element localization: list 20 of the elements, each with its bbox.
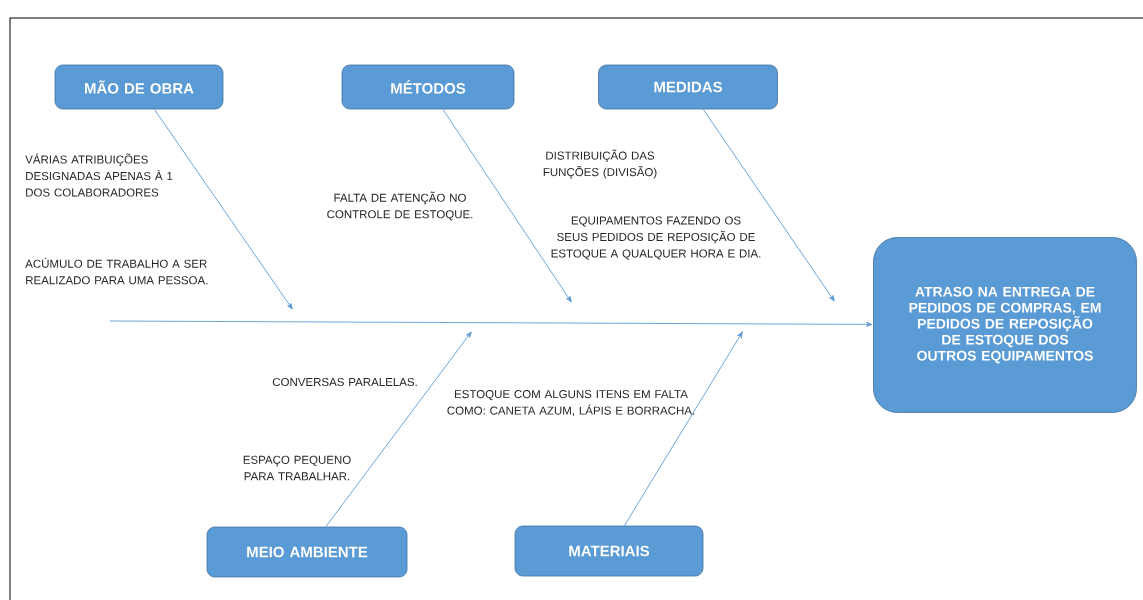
category-box: MÃO DE OBRA bbox=[54, 64, 224, 110]
arrow bbox=[702, 108, 835, 302]
cause-text: ACÚMULO DE TRABALHO A SER REALIZADO PARA UMA PESSOA. bbox=[25, 257, 208, 285]
category-box: MEIO AMBIENTE bbox=[206, 526, 408, 578]
cause-text: FALTA DE ATENÇÃO NO CONTROLE DE ESTOQUE. bbox=[327, 191, 473, 221]
arrow bbox=[325, 331, 472, 528]
cause-text: ESPAÇO PEQUENO PARA TRABALHAR. bbox=[243, 455, 351, 481]
effect-box: ATRASO NA ENTREGA DE PEDIDOS DE COMPRAS, EM PEDIDOS DE REPOSIÇÃO DE ESTOQUE DOS OUTROS EQUIPAMENTOS bbox=[873, 237, 1137, 413]
cause-text: EQUIPAMENTOS FAZENDO OS SEUS PEDIDOS DE REPOSIÇÃO DE ESTOQUE A QUALQUER HORA E DIA. bbox=[551, 216, 761, 260]
cause-text: ESTOQUE COM ALGUNS ITENS EM FALTA COMO: CANETA AZUM, LÁPIS E BORRACHA. bbox=[447, 390, 695, 416]
arrow bbox=[623, 331, 743, 527]
arrow bbox=[442, 108, 572, 303]
category-box: MÉTODOS bbox=[341, 64, 515, 110]
cause-text: CONVERSAS PARALELAS. bbox=[272, 377, 417, 387]
cause-text: DISTRIBUIÇÃO DAS FUNÇÕES (DIVISÃO) bbox=[543, 149, 657, 179]
arrow bbox=[154, 108, 293, 310]
cause-text: VÁRIAS ATRIBUIÇÕES DESIGNADAS APENAS À 1 DOS COLABORADORES bbox=[25, 153, 173, 197]
category-box: MATERIAIS bbox=[514, 525, 704, 577]
category-box: MEDIDAS bbox=[598, 64, 778, 110]
arrow bbox=[109, 320, 873, 327]
